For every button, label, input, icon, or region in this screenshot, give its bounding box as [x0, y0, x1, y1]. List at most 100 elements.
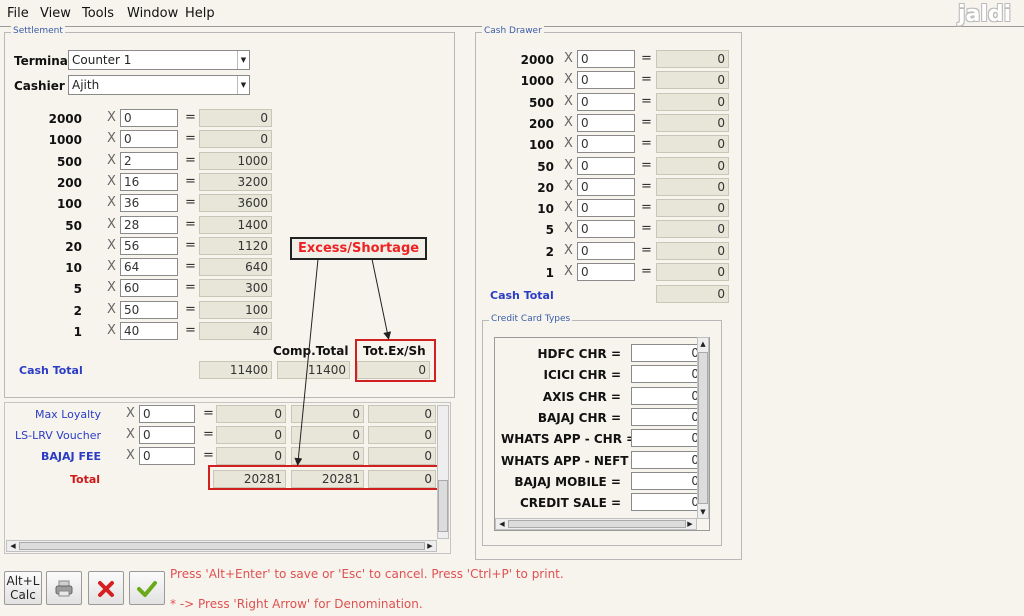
other-tender-label: Max Loyalty	[34, 408, 101, 421]
drawer-denomination-label: 50	[537, 159, 554, 174]
scroll-right-icon[interactable]: ▶	[687, 520, 693, 528]
credit-card-amount-input[interactable]: 0	[631, 429, 703, 448]
menu-tools[interactable]: Tools	[82, 6, 115, 21]
equals-sign: =	[185, 280, 196, 296]
multiply-icon: X	[107, 280, 116, 296]
drawer-denomination-label: 1	[545, 266, 554, 280]
credit-card-type-label: HDFC CHR =	[537, 347, 621, 361]
denomination-count-input[interactable]: 36	[120, 194, 178, 213]
denomination-count-input[interactable]: 56	[120, 236, 178, 255]
denomination-count-input[interactable]: 50	[120, 300, 178, 319]
drawer-count-input[interactable]: 0	[577, 71, 635, 90]
drawer-cash-total: 0	[656, 285, 729, 303]
denomination-count-input[interactable]: 0	[120, 109, 178, 127]
credit-card-type-label: WHATS APP - CHR =	[501, 432, 637, 447]
denomination-count-input[interactable]: 60	[120, 279, 178, 298]
terminal-select[interactable]: Counter 1 ▼	[68, 50, 250, 70]
drawer-count-input[interactable]: 0	[577, 241, 635, 260]
drawer-count-input[interactable]: 0	[577, 92, 635, 111]
chevron-down-icon[interactable]: ▼	[237, 51, 249, 69]
credit-vertical-scrollbar[interactable]: ▲ ▼	[697, 337, 709, 519]
denomination-label: 100	[56, 197, 82, 212]
scroll-up-icon[interactable]: ▲	[700, 340, 706, 348]
menu-view[interactable]: View	[40, 6, 71, 21]
cancel-button[interactable]	[88, 571, 124, 605]
drawer-count-input[interactable]: 0	[577, 220, 635, 239]
credit-card-amount-input[interactable]: 0	[631, 450, 703, 469]
drawer-denomination-label: 1000	[520, 74, 554, 89]
drawer-amount: 0	[656, 50, 729, 68]
others-horizontal-scrollbar[interactable]: ◀ ▶	[6, 540, 437, 552]
credit-card-amount-input[interactable]: 0	[631, 407, 703, 426]
denomination-count-input[interactable]: 64	[120, 258, 178, 277]
settlement-cash-total-label: Cash Total	[19, 364, 83, 377]
chevron-down-icon[interactable]: ▼	[237, 76, 249, 94]
print-button[interactable]	[46, 571, 82, 605]
drawer-count-input[interactable]: 0	[577, 50, 635, 68]
credit-card-type-label: BAJAJ CHR =	[537, 410, 621, 425]
cash-drawer-title: Cash Drawer	[482, 26, 544, 36]
others-vertical-scrollbar[interactable]	[437, 405, 449, 539]
credit-card-amount-input[interactable]: 0	[631, 386, 703, 405]
multiply-icon: X	[107, 237, 116, 253]
denomination-count-input[interactable]: 28	[120, 215, 178, 234]
menu-file[interactable]: File	[7, 6, 29, 21]
settlement-title: Settlement	[11, 26, 65, 36]
other-tender-comp-total: 0	[291, 426, 364, 444]
multiply-icon: X	[564, 136, 573, 152]
denomination-label: 1	[73, 325, 82, 339]
drawer-denomination-label: 10	[537, 202, 554, 217]
calculator-button[interactable]: Alt+L Calc	[4, 571, 42, 605]
cashier-select[interactable]: Ajith ▼	[68, 75, 250, 95]
equals-sign: =	[185, 173, 196, 189]
drawer-count-input[interactable]: 0	[577, 135, 635, 154]
drawer-amount: 0	[656, 135, 729, 154]
drawer-denomination-label: 20	[537, 180, 554, 195]
credit-horizontal-scrollbar[interactable]: ◀ ▶	[495, 518, 697, 530]
multiply-icon: X	[107, 110, 116, 125]
scroll-left-icon[interactable]: ◀	[10, 542, 16, 550]
credit-card-amount-input[interactable]: 0	[631, 365, 703, 384]
scroll-right-icon[interactable]: ▶	[427, 542, 433, 550]
scroll-down-icon[interactable]: ▼	[700, 508, 706, 516]
other-tender-count-input[interactable]: 0	[139, 426, 195, 444]
denomination-label: 2	[73, 303, 82, 318]
denomination-count-input[interactable]: 16	[120, 172, 178, 191]
credit-card-amount-input[interactable]: 0	[631, 471, 703, 490]
other-tender-ex-sh: 0	[368, 447, 436, 465]
scrollbar-thumb[interactable]	[438, 480, 448, 532]
save-button[interactable]	[129, 571, 165, 605]
denomination-amount: 3600	[199, 194, 272, 213]
denomination-count-input[interactable]: 40	[120, 322, 178, 340]
scrollbar-thumb[interactable]	[19, 542, 425, 550]
menu-help[interactable]: Help	[185, 6, 215, 21]
other-tender-count-input[interactable]: 0	[139, 447, 195, 465]
menu-window[interactable]: Window	[127, 6, 179, 21]
equals-sign: =	[641, 221, 652, 237]
denomination-count-input[interactable]: 2	[120, 151, 178, 170]
scrollbar-thumb[interactable]	[698, 352, 708, 504]
scroll-left-icon[interactable]: ◀	[499, 520, 505, 528]
drawer-count-input[interactable]: 0	[577, 113, 635, 132]
credit-card-amount-input[interactable]: 0	[631, 344, 703, 362]
denomination-count-input[interactable]: 0	[120, 130, 178, 149]
denomination-amount: 0	[199, 109, 272, 127]
other-tender-count-input[interactable]: 0	[139, 405, 195, 423]
denomination-amount: 1400	[199, 215, 272, 234]
drawer-denomination-label: 100	[528, 138, 554, 153]
credit-card-amount-input[interactable]: 0	[631, 493, 703, 512]
equals-sign: =	[185, 152, 196, 168]
drawer-count-input[interactable]: 0	[577, 177, 635, 196]
other-tender-ex-sh: 0	[368, 426, 436, 444]
equals-sign: =	[185, 216, 196, 232]
equals-sign: =	[203, 406, 214, 421]
denomination-hint-text: * -> Press 'Right Arrow' for Denominatio…	[170, 597, 423, 611]
equals-sign: =	[185, 110, 196, 125]
scrollbar-thumb[interactable]	[508, 520, 686, 528]
drawer-count-input[interactable]: 0	[577, 263, 635, 281]
drawer-count-input[interactable]: 0	[577, 156, 635, 175]
terminal-value: Counter 1	[72, 53, 132, 67]
drawer-count-input[interactable]: 0	[577, 199, 635, 218]
multiply-icon: X	[564, 93, 573, 109]
